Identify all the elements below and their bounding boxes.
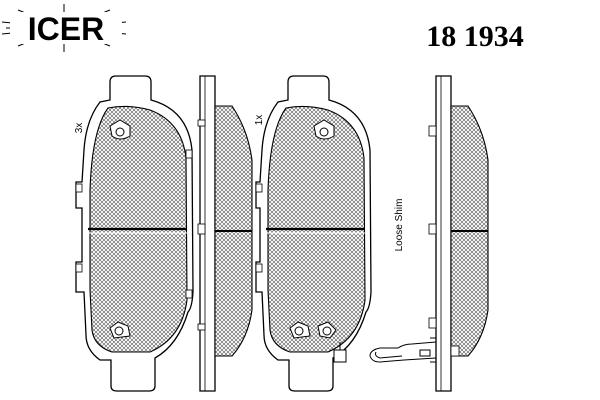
part-number: 18 1934	[426, 20, 524, 53]
brand-logo-text: ICER	[28, 11, 104, 47]
pad-1-quantity-label: 3x	[74, 123, 85, 134]
pad-2-front-view: 1x	[254, 75, 372, 392]
pad-2-quantity-label: 1x	[254, 115, 265, 126]
pad-1-side-view	[197, 75, 253, 392]
loose-shim-clip	[369, 337, 437, 363]
icer-logo: ICER	[1, 4, 127, 52]
loose-shim-label: Loose Shim	[394, 199, 405, 252]
pad-2-wear-indicator	[333, 349, 347, 363]
pad-2-side-view	[428, 75, 489, 392]
pad-1-side-backing	[199, 75, 216, 392]
pad-1-front-view: 3x	[74, 75, 194, 392]
pad-2-side-backing	[435, 75, 452, 392]
